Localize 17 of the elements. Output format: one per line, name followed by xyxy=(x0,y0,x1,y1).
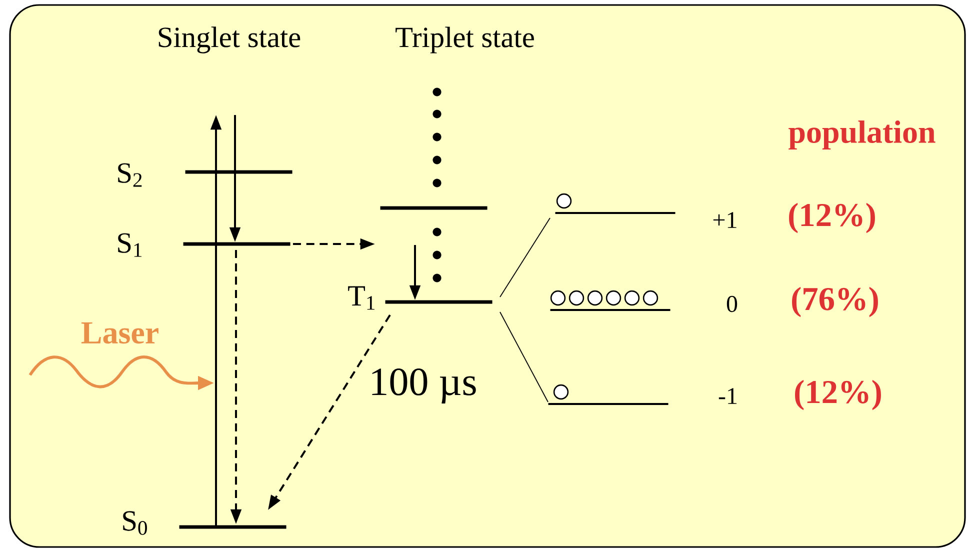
laser-label: Laser xyxy=(81,322,158,344)
level-label: S$_{1}$ xyxy=(118,233,142,257)
population-value: (12%) xyxy=(789,202,875,234)
column-heading: population xyxy=(788,120,936,150)
state-heading: Singlet state xyxy=(158,26,300,54)
state-heading: Triplet state xyxy=(396,26,534,54)
quantum-number: +1 xyxy=(713,212,736,228)
level-label: S$_{0}$ xyxy=(123,511,147,535)
edge-label: 100 µs xyxy=(372,368,476,404)
population-value: (12%) xyxy=(795,380,881,410)
connector-line xyxy=(500,312,548,402)
quantum-number: -1 xyxy=(718,388,737,404)
connector-line xyxy=(500,218,550,298)
population-value: (76%) xyxy=(792,286,878,318)
level-label: S$_{2}$ xyxy=(118,163,142,187)
quantum-number: 0 xyxy=(726,296,738,312)
level-label: T$_{1}$ xyxy=(348,286,374,310)
